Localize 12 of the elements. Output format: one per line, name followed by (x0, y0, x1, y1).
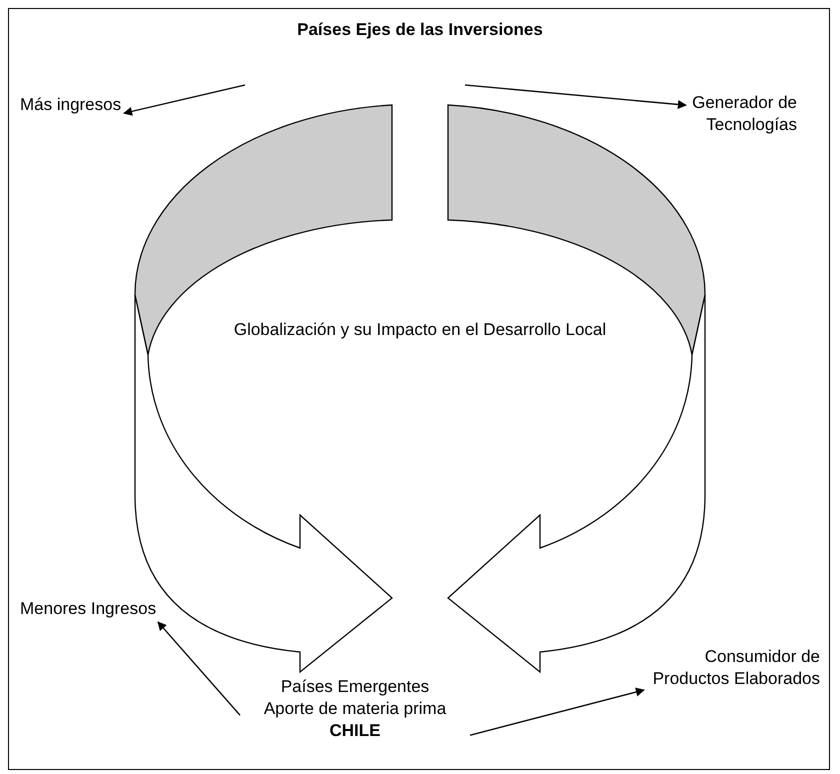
arrow (157, 621, 240, 716)
center-label: Globalización y su Impacto en el Desarrollo Local (232, 319, 608, 341)
node-text: Consumidor de Productos Elaborados (652, 646, 820, 690)
country-label: CHILE (328, 720, 382, 742)
node-text: Menores Ingresos (20, 598, 158, 620)
arrow (470, 688, 645, 736)
node-text: Generador de Tecnologías (691, 92, 797, 136)
node-text: Países Emergentes Aporte de materia prima (262, 676, 448, 720)
node-text: Más ingresos (20, 94, 122, 116)
arrow (464, 84, 687, 109)
arrow (123, 84, 246, 116)
diagram-title: Países Ejes de las Inversiones (296, 20, 544, 40)
